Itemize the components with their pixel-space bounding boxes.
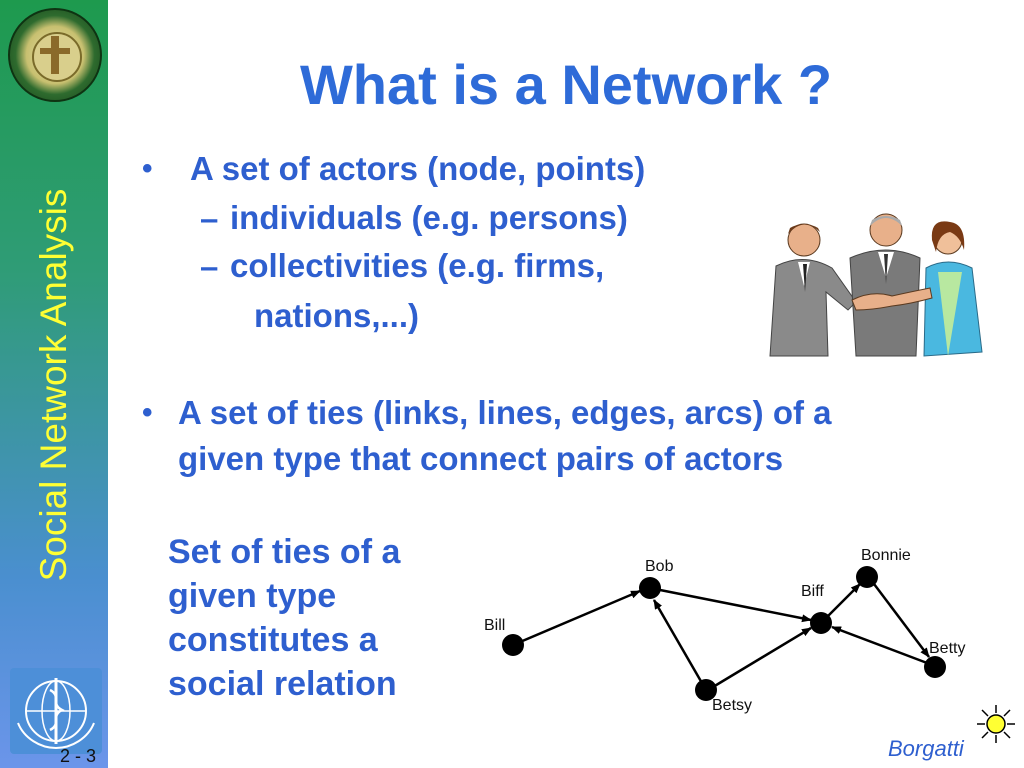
label-bob: Bob [645,558,674,575]
dash-icon: – [200,200,219,237]
dash-icon: – [200,248,219,285]
edge-bill-bob [512,589,641,647]
label-bonnie: Bonnie [861,547,911,564]
slide-title: What is a Network ? [299,53,833,116]
side-note-line-2: given type [168,577,337,615]
side-note-line-3: constitutes a [168,621,378,659]
node-biff [810,612,832,634]
side-note: Set of ties of a given type constitutes … [168,530,400,706]
credit-text: Borgatti [888,736,964,761]
node-betty [924,656,946,678]
bullet-icon: • [142,152,153,185]
side-note-line-1: Set of ties of a [168,533,401,571]
edge-bob-biff [649,586,812,623]
label-betsy: Betsy [712,697,752,714]
edge-betty-biff [831,625,936,668]
sidebar: Social Network Analysis 2 - 3 [0,0,108,768]
bullet-1-text: A set of actors (node, points) [190,150,646,187]
node-betsy [695,679,717,701]
handshake-illustration [769,213,983,357]
network-diagram: Bill Bob Betsy Biff Bonnie Betty [484,547,965,714]
seal-icon [8,8,102,102]
bullet-2-line-2: given type that connect pairs of actors [178,440,784,477]
label-betty: Betty [929,640,965,657]
subitem-2-continued: nations,...) [254,297,419,334]
sun-icon [977,705,1015,743]
who-logo-icon [10,668,102,754]
node-bill [502,634,524,656]
side-note-line-4: social relation [168,665,397,703]
node-bob [639,577,661,599]
bullet-icon: • [142,396,153,429]
bullet-2-line-1: A set of ties (links, lines, edges, arcs… [178,394,832,431]
label-biff: Biff [801,583,824,600]
subitem-1: individuals (e.g. persons) [230,199,628,236]
edge-bonnie-betty [867,575,930,658]
label-bill: Bill [484,617,505,634]
sidebar-title: Social Network Analysis [33,188,74,582]
edge-betsy-bob [652,599,708,691]
subitem-2: collectivities (e.g. firms, [230,247,605,284]
page-number: 2 - 3 [60,746,97,766]
edge-betsy-biff [707,626,812,692]
node-bonnie [856,566,878,588]
